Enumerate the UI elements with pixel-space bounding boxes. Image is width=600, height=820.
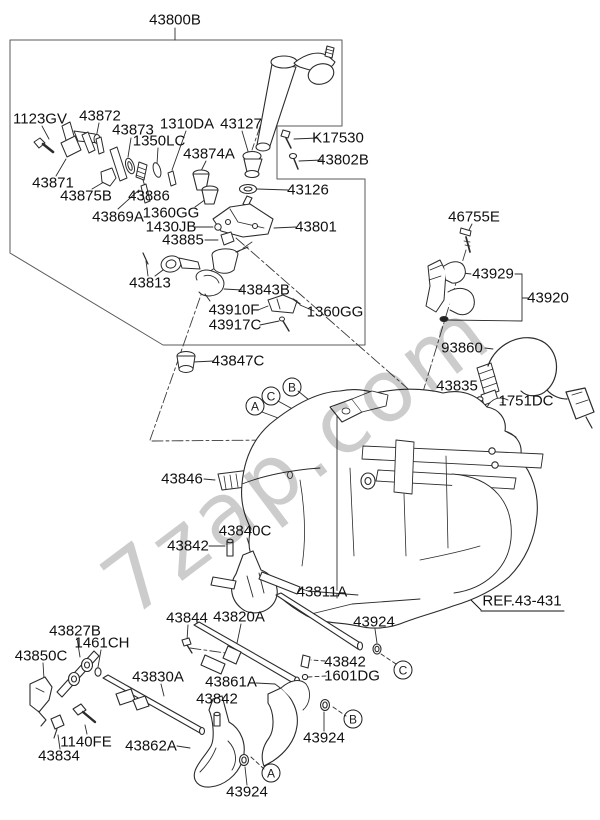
part-label-43842-42[interactable]: 43842 (324, 653, 366, 671)
part-label-43827b-39[interactable]: 43827B (49, 622, 101, 640)
part-label-43885-18[interactable]: 43885 (162, 231, 204, 249)
small-parts-top (34, 122, 234, 245)
part-label-43929-23[interactable]: 43929 (472, 265, 514, 283)
part-label-43811a-34[interactable]: 43811A (296, 583, 348, 601)
part-label-43842-46[interactable]: 43842 (196, 690, 238, 708)
part-label-43920-24[interactable]: 43920 (527, 289, 569, 307)
part-label-43875b-11[interactable]: 43875B (60, 187, 112, 205)
section-circle-b-2: B (282, 377, 302, 397)
part-label-1360gg-15[interactable]: 1360GG (142, 204, 200, 222)
part-label-43924-38[interactable]: 43924 (353, 613, 395, 631)
part-label-43917c-25[interactable]: 43917C (208, 316, 262, 334)
part-label-43874a-8[interactable]: 43874A (183, 145, 235, 163)
part-label-43924-49[interactable]: 43924 (303, 729, 345, 747)
part-label-43801-17[interactable]: 43801 (295, 218, 337, 236)
part-label-43127-6[interactable]: 43127 (220, 115, 262, 133)
part-label-43802b-9[interactable]: 43802B (317, 151, 369, 169)
part-label-43840c-32[interactable]: 43840C (218, 522, 272, 540)
part-label-43871-10[interactable]: 43871 (32, 174, 74, 192)
part-label-43847c-28[interactable]: 43847C (211, 352, 265, 370)
part-label-1140fe-47[interactable]: 1140FE (60, 733, 112, 751)
part-label-43861a-45[interactable]: 43861A (205, 673, 257, 691)
section-circle-c-1: C (261, 386, 281, 406)
part-label-43869a-14[interactable]: 43869A (92, 208, 144, 226)
part-label-43846-31[interactable]: 43846 (161, 470, 203, 488)
part-label-43843b-21[interactable]: 43843B (238, 281, 290, 299)
transaxle-housing (242, 389, 543, 628)
part-label-43873-3[interactable]: 43873 (112, 121, 154, 139)
part-label-1601dg-43[interactable]: 1601DG (324, 667, 380, 685)
part-label-43830a-44[interactable]: 43830A (132, 668, 184, 686)
part-label-43800b-0[interactable]: 43800B (149, 11, 201, 29)
part-label-43126-13[interactable]: 43126 (287, 181, 329, 199)
part-label-1430jb-16[interactable]: 1430JB (145, 218, 197, 236)
part-label-43835-29[interactable]: 43835 (436, 377, 478, 395)
part-label-1751dc-30[interactable]: 1751DC (498, 392, 554, 410)
lever-assembly (193, 46, 336, 237)
shift-cable (488, 338, 594, 428)
section-circle-c-3: C (393, 660, 413, 680)
part-label-k17530-7[interactable]: K17530 (312, 129, 364, 147)
part-label-43872-2[interactable]: 43872 (79, 107, 121, 125)
part-label-43820a-37[interactable]: 43820A (213, 608, 265, 626)
part-label-46755e-19[interactable]: 46755E (448, 208, 500, 226)
part-label-ref-43-431-35[interactable]: REF.43-431 (482, 592, 562, 610)
part-label-43924-51[interactable]: 43924 (226, 783, 268, 801)
section-circle-a-0: A (245, 396, 265, 416)
part-label-93860-27[interactable]: 93860 (441, 339, 483, 357)
part-label-1360gg-26[interactable]: 1360GG (306, 303, 364, 321)
part-label-1461ch-40[interactable]: 1461CH (74, 634, 130, 652)
section-circle-a-5: A (261, 763, 281, 783)
part-label-43862a-48[interactable]: 43862A (125, 737, 177, 755)
part-label-43850c-41[interactable]: 43850C (14, 647, 68, 665)
part-label-43834-50[interactable]: 43834 (38, 747, 80, 765)
part-label-43886-12[interactable]: 43886 (128, 187, 170, 205)
part-label-43910f-22[interactable]: 43910F (208, 301, 260, 319)
part-label-43813-20[interactable]: 43813 (129, 274, 171, 292)
part-label-1350lc-4[interactable]: 1350LC (132, 132, 186, 150)
forks-and-rods (30, 539, 381, 787)
section-circle-b-4: B (343, 709, 363, 729)
assembly-box (10, 40, 365, 345)
part-label-1123gv-1[interactable]: 1123GV (13, 110, 67, 128)
part-label-1310da-5[interactable]: 1310DA (159, 115, 215, 133)
part-label-43844-36[interactable]: 43844 (166, 609, 208, 627)
part-label-43842-33[interactable]: 43842 (167, 537, 209, 555)
